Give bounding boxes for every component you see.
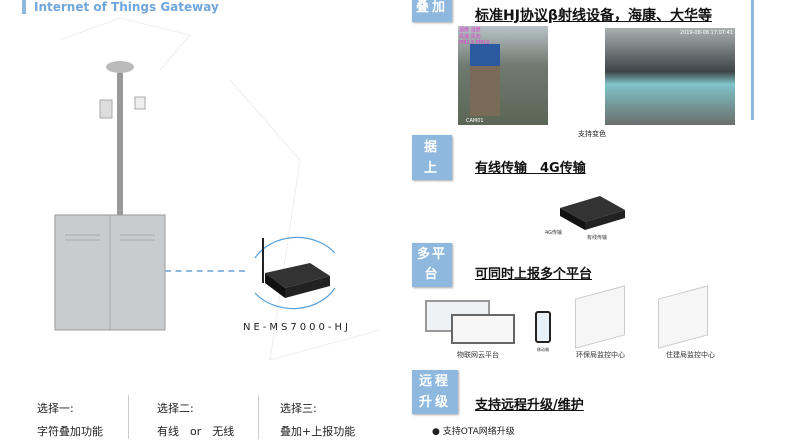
monitoring-station-image bbox=[54, 61, 166, 331]
dashed-connector bbox=[165, 270, 245, 272]
platform-label: 住建局监控中心 bbox=[666, 351, 715, 359]
upgrade-heading: 支持远程升级/维护 bbox=[475, 398, 584, 413]
option-title: 选择二: bbox=[157, 402, 194, 415]
right-accent-line bbox=[751, 0, 754, 120]
gateway-device-image bbox=[560, 196, 625, 230]
report-heading: 有线传输 4G传输 bbox=[475, 161, 586, 176]
overlay-heading: 标准HJ协议β射线设备，海康、大华等 bbox=[475, 8, 712, 24]
platform-label: 物联网云平台 bbox=[457, 351, 499, 359]
option-desc: 字符叠加功能 bbox=[37, 425, 103, 438]
option-desc: 叠加+上报功能 bbox=[280, 425, 356, 438]
building-image bbox=[575, 285, 625, 349]
tag-text: 远程升级 bbox=[418, 374, 451, 410]
cam-label: CAM01 bbox=[466, 118, 484, 124]
title-bar-accent bbox=[22, 0, 26, 14]
camera-image-2: 2019-08-08 17:07:41 bbox=[605, 28, 735, 125]
tag-overlay: 叠加 bbox=[412, 0, 452, 22]
option-title: 选择三: bbox=[280, 402, 317, 415]
platform-label: 环保局监控中心 bbox=[576, 351, 625, 359]
tag-report: 数据上报 bbox=[412, 119, 452, 197]
option-1: 选择一: 字符叠加功能 bbox=[37, 397, 103, 443]
label-4g: 4G传输 bbox=[545, 230, 563, 236]
device-model-label: NE-MS7000-HJ bbox=[243, 322, 351, 333]
platform-label: 移动端 bbox=[537, 347, 549, 352]
option-title: 选择一: bbox=[37, 402, 74, 415]
label-wired: 有线传输 bbox=[587, 235, 608, 241]
building-image bbox=[658, 285, 708, 349]
subtitle: Internet of Things Gateway bbox=[34, 0, 219, 14]
option-3: 选择三: 叠加+上报功能 bbox=[280, 397, 355, 443]
cam-timestamp: 2019-08-08 17:07:41 bbox=[679, 30, 733, 36]
platform-heading: 可同时上报多个平台 bbox=[475, 267, 593, 282]
tag-upgrade: 远程升级 bbox=[412, 370, 458, 414]
bullet-text: 支持OTA网络升级 bbox=[442, 427, 515, 437]
tag-text: 数据上报 bbox=[423, 118, 440, 197]
option-desc: 有线 or 无线 bbox=[157, 425, 235, 438]
divider bbox=[258, 395, 259, 439]
overlay-caption: 支持变色 bbox=[578, 130, 606, 138]
background-lines bbox=[59, 17, 381, 361]
divider bbox=[128, 395, 129, 439]
option-2: 选择二: 有线 or 无线 bbox=[157, 397, 234, 443]
upgrade-bullet: ● 支持OTA网络升级 bbox=[432, 427, 515, 437]
mobile-app-image bbox=[535, 311, 551, 343]
cloud-platform-image bbox=[451, 314, 515, 344]
gateway-device-image bbox=[254, 236, 336, 310]
tag-platform: 多平台 bbox=[412, 243, 452, 287]
